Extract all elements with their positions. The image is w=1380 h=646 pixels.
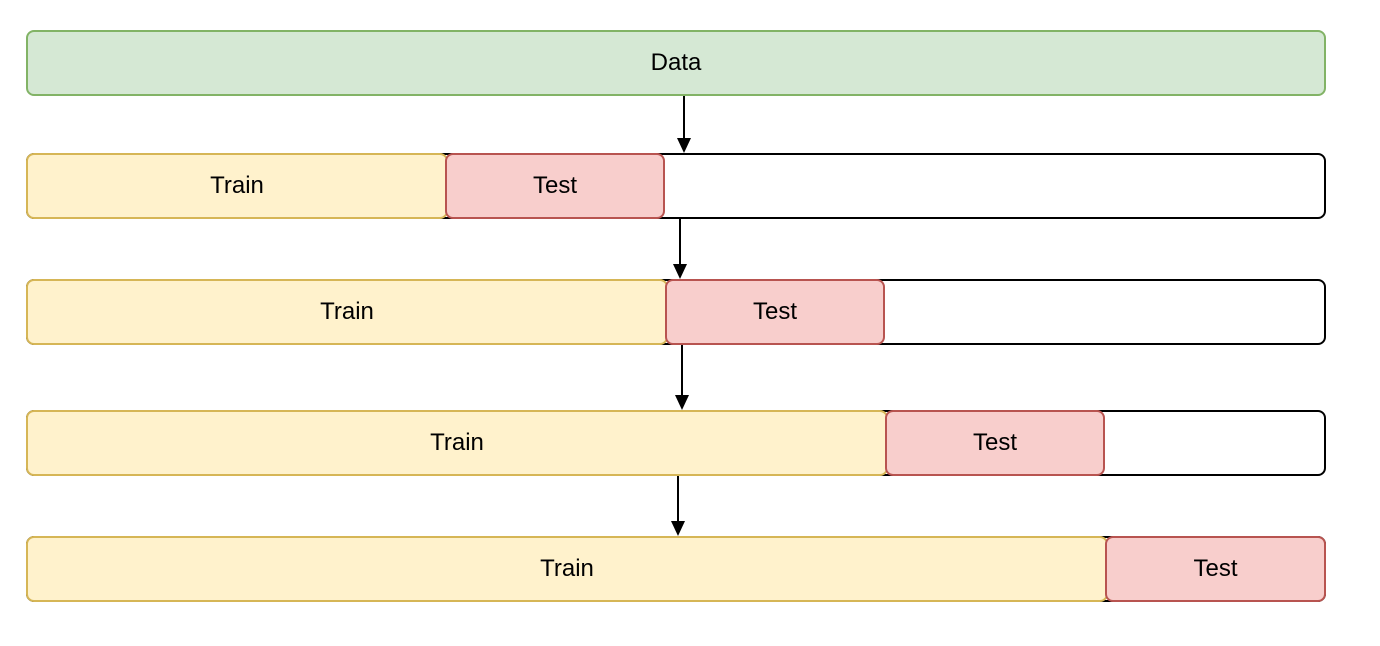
fold-4-test-label: Test bbox=[1193, 555, 1238, 582]
data-block: Data bbox=[26, 30, 1326, 96]
arrow-data-to-fold-1 bbox=[677, 96, 691, 153]
fold-3-test: Test bbox=[885, 410, 1105, 476]
fold-1-test: Test bbox=[445, 153, 665, 219]
fold-2-train-label: Train bbox=[320, 298, 374, 325]
arrow-fold-3-to-fold-4 bbox=[671, 476, 685, 536]
fold-2-test-label: Test bbox=[752, 298, 797, 325]
fold-4-test: Test bbox=[1105, 536, 1326, 602]
arrow-fold-1-to-fold-2 bbox=[673, 219, 687, 279]
fold-4-train-label: Train bbox=[540, 555, 594, 582]
fold-1-train-label: Train bbox=[210, 172, 264, 199]
fold-3-train-label: Train bbox=[430, 429, 484, 456]
fold-3-train: Train bbox=[26, 410, 888, 476]
data-label: Data bbox=[650, 49, 702, 76]
fold-1-train: Train bbox=[26, 153, 448, 219]
fold-2-train: Train bbox=[26, 279, 668, 345]
fold-3-test-label: Test bbox=[972, 429, 1017, 456]
arrow-fold-2-to-fold-3 bbox=[675, 345, 689, 410]
fold-1-test-label: Test bbox=[532, 172, 577, 199]
fold-2-test: Test bbox=[665, 279, 885, 345]
fold-4-train: Train bbox=[26, 536, 1108, 602]
